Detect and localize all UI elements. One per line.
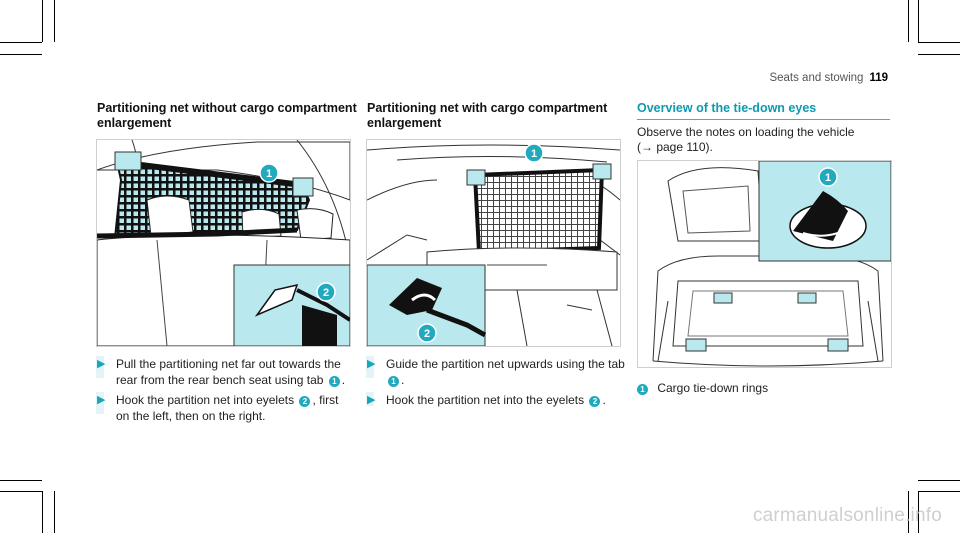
step-text: on the left, then on the right. [116,409,266,423]
callout-1: 1 [259,163,279,183]
svg-text:1: 1 [531,148,537,160]
step-band [96,392,104,414]
col3-title: Overview of the tie-down eyes [637,101,817,115]
step-band [366,392,374,406]
figure-partition-net-with-enlargement: 1 2 [366,139,621,347]
col1-step-2: ▶ Hook the partition net into eyelets 2,… [97,392,357,424]
step-text: Hook the partition net into eyelets [116,393,295,407]
step-text: Hook the partition net into the eyelets [386,393,585,407]
svg-text:1: 1 [825,172,831,184]
figure-tie-down-eyes: 1 [637,160,892,368]
col1-title: Partitioning net without cargo compartme… [97,101,357,131]
col2-title-line1: Partitioning net with cargo compartment [367,101,608,115]
step-text: Guide the partition net upwards using th… [386,357,625,371]
marker-2: 2 [589,396,601,407]
page-reference-link[interactable]: (→ page 110). [637,140,713,154]
callout-1: 1 [524,143,544,163]
col2-step-1: ▶ Guide the partition net upwards using … [367,357,625,387]
marker-1: 1 [388,376,399,387]
page-number: 119 [869,72,888,84]
col2-title-line2: enlargement [367,116,442,130]
svg-text:1: 1 [266,168,272,180]
col3-intro: Observe the notes on loading the vehicle… [637,125,897,155]
callout-2: 2 [316,282,336,302]
marker-2: 2 [299,396,311,407]
col2-title: Partitioning net with cargo compartment … [367,101,627,131]
step-band [96,356,104,378]
col2-step-2: ▶ Hook the partition net into the eyelet… [367,393,606,407]
section-name: Seats and stowing [769,72,864,84]
watermark: carmanualsonline.info [752,505,942,526]
col1-title-line1: Partitioning net without cargo compartme… [97,101,357,115]
step-text: Pull the partitioning net far out toward… [116,357,341,371]
legend-text: Cargo tie-down rings [657,381,769,395]
svg-text:2: 2 [323,287,329,299]
callout-1: 1 [818,167,838,187]
marker-1: 1 [328,376,340,387]
svg-text:2: 2 [424,328,430,340]
col1-title-line2: enlargement [97,116,172,130]
intro-line: Observe the notes on loading the vehicle [637,125,855,139]
step-arrow-icon: ▶ [97,358,106,370]
step-arrow-icon: ▶ [367,358,376,370]
legend-marker-1: 1 [637,384,648,395]
running-header: Seats and stowing 119 [769,72,888,84]
section-rule [637,119,890,120]
figure-partition-net-no-enlargement: 1 2 [96,139,351,347]
step-arrow-icon: ▶ [97,394,106,406]
step-text: rear from the rear bench seat using tab [116,373,324,387]
step-text: , first [312,393,339,407]
col1-step-1: ▶ Pull the partitioning net far out towa… [97,357,346,387]
legend-item: 1 Cargo tie-down rings [637,380,897,396]
callout-2: 2 [417,323,437,343]
step-band [366,356,374,378]
step-arrow-icon: ▶ [367,394,376,406]
